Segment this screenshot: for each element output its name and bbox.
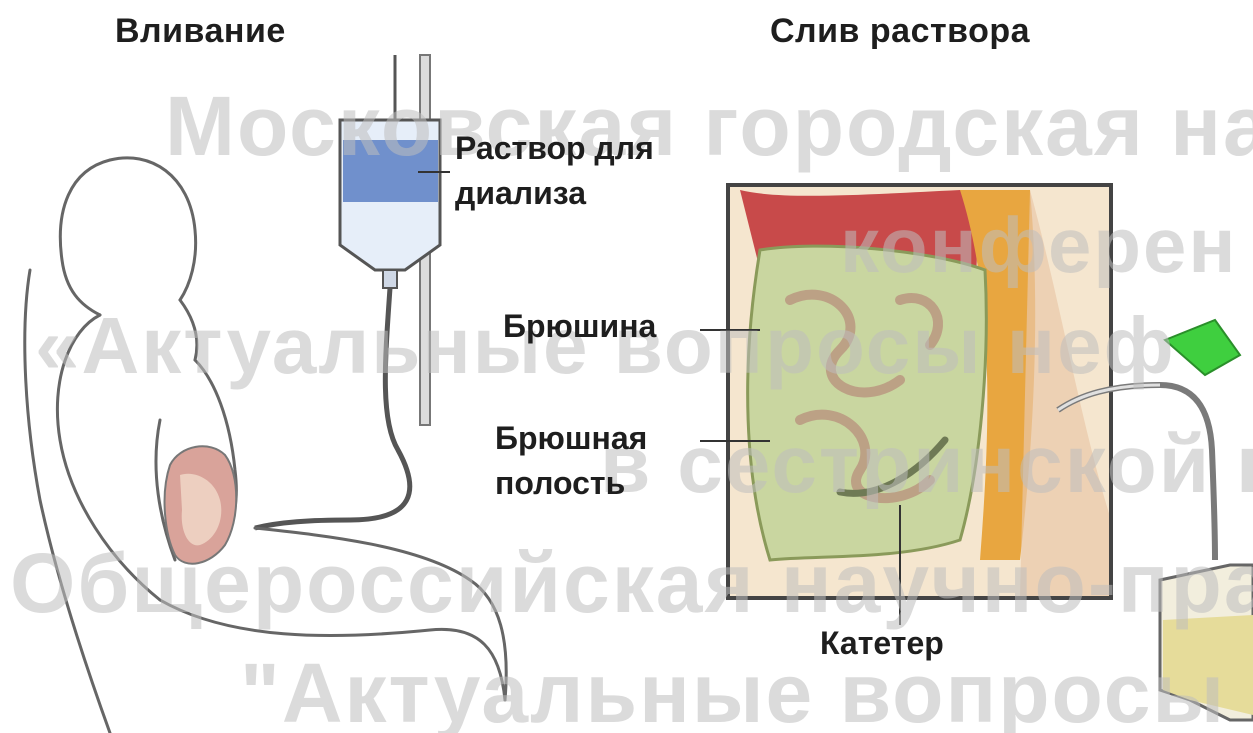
title-infusion: Вливание xyxy=(115,12,286,51)
label-cavity-line2: полость xyxy=(495,465,625,502)
label-solution-line2: диализа xyxy=(455,175,586,212)
infusion-tube xyxy=(255,288,410,528)
drain-bag xyxy=(1160,565,1253,720)
title-drainage: Слив раствора xyxy=(770,12,1030,51)
cross-section xyxy=(728,185,1111,598)
label-cavity-line1: Брюшная xyxy=(495,420,647,457)
clamp-icon xyxy=(1165,320,1240,375)
patient-abdomen xyxy=(165,446,237,563)
label-solution-line1: Раствор для xyxy=(455,130,654,167)
label-peritoneum: Брюшина xyxy=(503,308,656,345)
label-catheter: Катетер xyxy=(820,625,944,662)
